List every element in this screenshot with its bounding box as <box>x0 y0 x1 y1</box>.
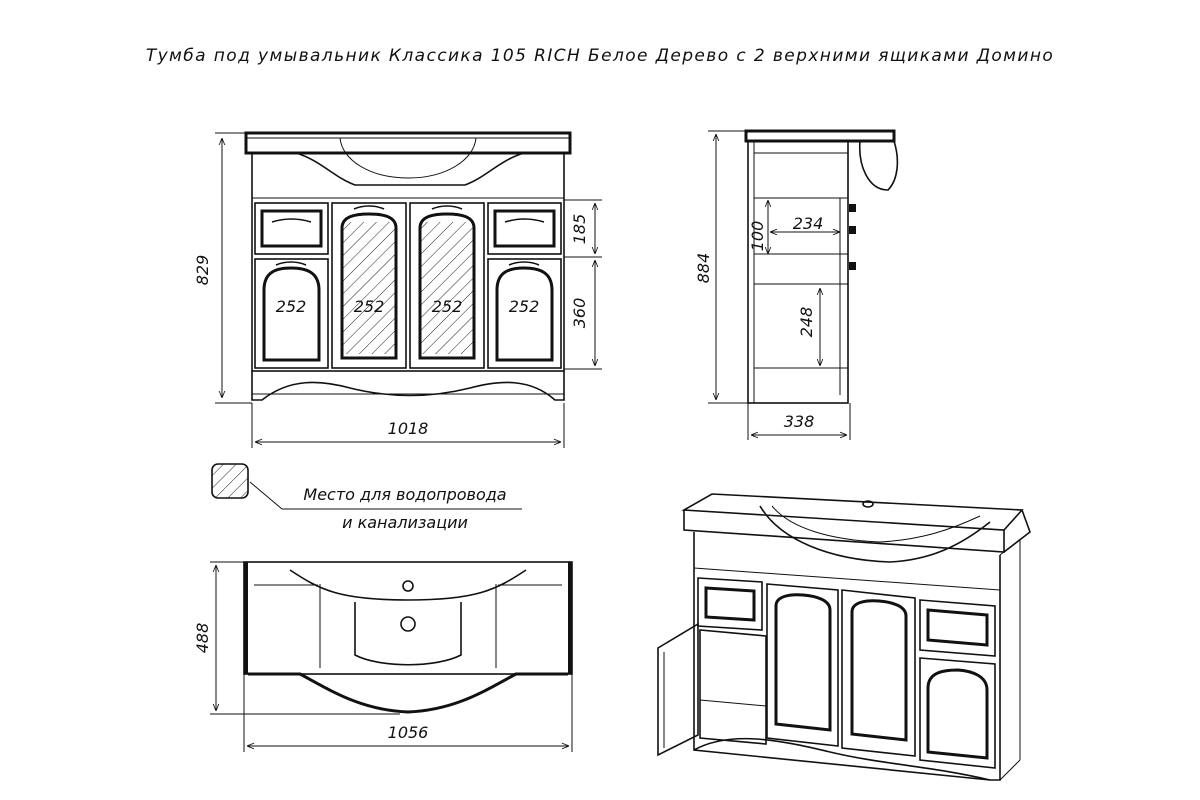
side-countertop <box>744 129 896 143</box>
drawer-height-label: 185 <box>570 214 589 245</box>
side-view: 234 100 248 884 338 <box>694 129 899 440</box>
front-center-right-door <box>409 202 485 369</box>
shelf-depth-label: 234 <box>793 214 824 233</box>
top-depth-label: 488 <box>193 623 212 654</box>
side-height-label: 884 <box>694 253 713 284</box>
plumbing-zone-right <box>420 222 474 354</box>
front-left-drawer <box>254 202 329 255</box>
front-right-door <box>487 258 562 369</box>
perspective-open-door <box>657 622 699 757</box>
door-height-label: 360 <box>570 298 589 329</box>
top-front-curve <box>248 672 568 714</box>
plumbing-zone-swatch <box>211 463 249 499</box>
perspective-open-compartment <box>699 629 767 745</box>
compartment-width-1: 252 <box>276 297 307 316</box>
front-right-drawer <box>487 202 562 255</box>
front-countertop <box>244 131 572 155</box>
perspective-left-drawer <box>697 577 763 631</box>
side-basin <box>858 140 899 191</box>
top-view: 488 1056 <box>193 561 573 752</box>
front-plinth <box>251 371 565 401</box>
legend-line-1: Место для водопровода <box>303 485 506 504</box>
upper-gap-label: 100 <box>748 221 767 252</box>
top-width-label: 1056 <box>388 723 429 742</box>
compartment-width-4: 252 <box>509 297 540 316</box>
plumbing-legend: Место для водопровода и канализации <box>211 463 522 532</box>
side-body <box>747 140 849 404</box>
plumbing-zone-left <box>342 222 396 354</box>
front-height-label: 829 <box>193 255 212 286</box>
front-center-left-door <box>331 202 407 369</box>
front-left-door <box>254 258 329 369</box>
front-basin <box>295 152 525 186</box>
drawing-title: Тумба под умывальник Классика 105 RICH Б… <box>145 46 1055 66</box>
front-view: 252 252 252 252 829 185 360 1018 <box>193 131 602 448</box>
legend-line-2: и канализации <box>342 513 468 532</box>
perspective-view <box>657 493 1031 781</box>
compartment-width-2: 252 <box>354 297 385 316</box>
compartment-width-3: 252 <box>432 297 463 316</box>
top-outline <box>243 561 573 675</box>
front-width-label: 1018 <box>388 419 429 438</box>
side-depth-label: 338 <box>784 412 815 431</box>
front-cabinet-body <box>251 152 565 372</box>
perspective-basin <box>759 505 991 563</box>
perspective-body <box>693 532 1001 781</box>
perspective-right-drawer <box>919 599 996 657</box>
top-basin-rim <box>289 569 527 601</box>
lower-gap-label: 248 <box>797 307 816 338</box>
